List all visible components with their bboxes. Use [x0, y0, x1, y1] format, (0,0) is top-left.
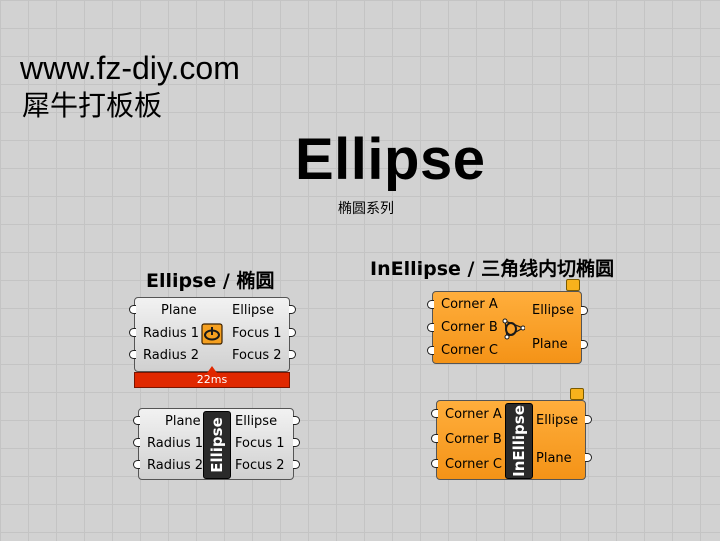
output-grip-ellipse[interactable]	[585, 415, 592, 424]
page-title: Ellipse	[295, 127, 486, 192]
output-grip-plane[interactable]	[585, 453, 592, 462]
output-plane[interactable]: Plane	[532, 337, 568, 352]
input-corner-b[interactable]: Corner B	[445, 432, 502, 447]
page-subtitle: 椭圆系列	[338, 201, 394, 217]
output-grip-focus-2[interactable]	[289, 350, 296, 359]
output-ellipse[interactable]: Ellipse	[532, 303, 575, 318]
input-plane[interactable]: Plane	[161, 303, 197, 318]
input-grip-corner-c[interactable]	[431, 459, 438, 468]
output-focus-1[interactable]: Focus 1	[235, 436, 285, 451]
output-grip-plane[interactable]	[581, 340, 588, 349]
input-grip-radius-1[interactable]	[133, 438, 140, 447]
input-grip-corner-b[interactable]	[431, 434, 438, 443]
input-radius-2[interactable]: Radius 2	[147, 458, 203, 473]
inellipse-component-icon-node[interactable]: Corner A Corner B Corner C Ellipse Plane	[432, 291, 582, 364]
warning-flag-icon[interactable]	[570, 388, 584, 400]
input-grip-radius-2[interactable]	[133, 460, 140, 469]
watermark-cn: 犀牛打板板	[22, 89, 163, 122]
input-radius-1[interactable]: Radius 1	[147, 436, 203, 451]
output-ellipse[interactable]: Ellipse	[235, 414, 278, 429]
output-focus-1[interactable]: Focus 1	[232, 326, 282, 341]
input-grip-corner-b[interactable]	[427, 323, 434, 332]
input-grip-radius-2[interactable]	[129, 350, 136, 359]
output-ellipse[interactable]: Ellipse	[232, 303, 275, 318]
section-title-ellipse: Ellipse / 椭圆	[146, 270, 275, 292]
component-name-label: Ellipse	[203, 411, 231, 479]
inellipse-icon	[502, 318, 525, 340]
output-focus-2[interactable]: Focus 2	[235, 458, 285, 473]
input-radius-2[interactable]: Radius 2	[143, 348, 199, 363]
input-corner-c[interactable]: Corner C	[441, 343, 498, 358]
input-corner-b[interactable]: Corner B	[441, 320, 498, 335]
output-grip-focus-1[interactable]	[293, 438, 300, 447]
timing-pointer-icon	[207, 366, 217, 373]
warning-flag-icon[interactable]	[566, 279, 580, 291]
input-radius-1[interactable]: Radius 1	[143, 326, 199, 341]
input-grip-plane[interactable]	[133, 416, 140, 425]
input-corner-a[interactable]: Corner A	[441, 297, 498, 312]
component-name-text: Ellipse	[208, 417, 226, 473]
input-corner-c[interactable]: Corner C	[445, 457, 502, 472]
input-plane[interactable]: Plane	[165, 414, 201, 429]
ellipse-component-text-node[interactable]: Plane Radius 1 Radius 2 Ellipse Focus 1 …	[138, 408, 294, 480]
output-ellipse[interactable]: Ellipse	[536, 413, 579, 428]
inellipse-component-text-node[interactable]: Corner A Corner B Corner C Ellipse Plane…	[436, 400, 586, 480]
timing-bar: 22ms	[134, 372, 290, 388]
input-grip-corner-c[interactable]	[427, 346, 434, 355]
input-grip-radius-1[interactable]	[129, 328, 136, 337]
input-corner-a[interactable]: Corner A	[445, 407, 502, 422]
input-grip-plane[interactable]	[129, 305, 136, 314]
output-grip-focus-1[interactable]	[289, 328, 296, 337]
ellipse-component-icon-node[interactable]: Plane Radius 1 Radius 2 Ellipse Focus 1 …	[134, 297, 290, 372]
component-name-label: InEllipse	[505, 403, 533, 479]
watermark-url: www.fz-diy.com	[20, 50, 240, 86]
section-title-inellipse: InEllipse / 三角线内切椭圆	[370, 258, 615, 280]
output-grip-focus-2[interactable]	[293, 460, 300, 469]
ellipse-icon	[201, 323, 223, 345]
output-focus-2[interactable]: Focus 2	[232, 348, 282, 363]
output-grip-ellipse[interactable]	[581, 306, 588, 315]
input-grip-corner-a[interactable]	[431, 409, 438, 418]
output-grip-ellipse[interactable]	[293, 416, 300, 425]
input-grip-corner-a[interactable]	[427, 300, 434, 309]
output-grip-ellipse[interactable]	[289, 305, 296, 314]
output-plane[interactable]: Plane	[536, 451, 572, 466]
component-name-text: InEllipse	[510, 405, 528, 477]
